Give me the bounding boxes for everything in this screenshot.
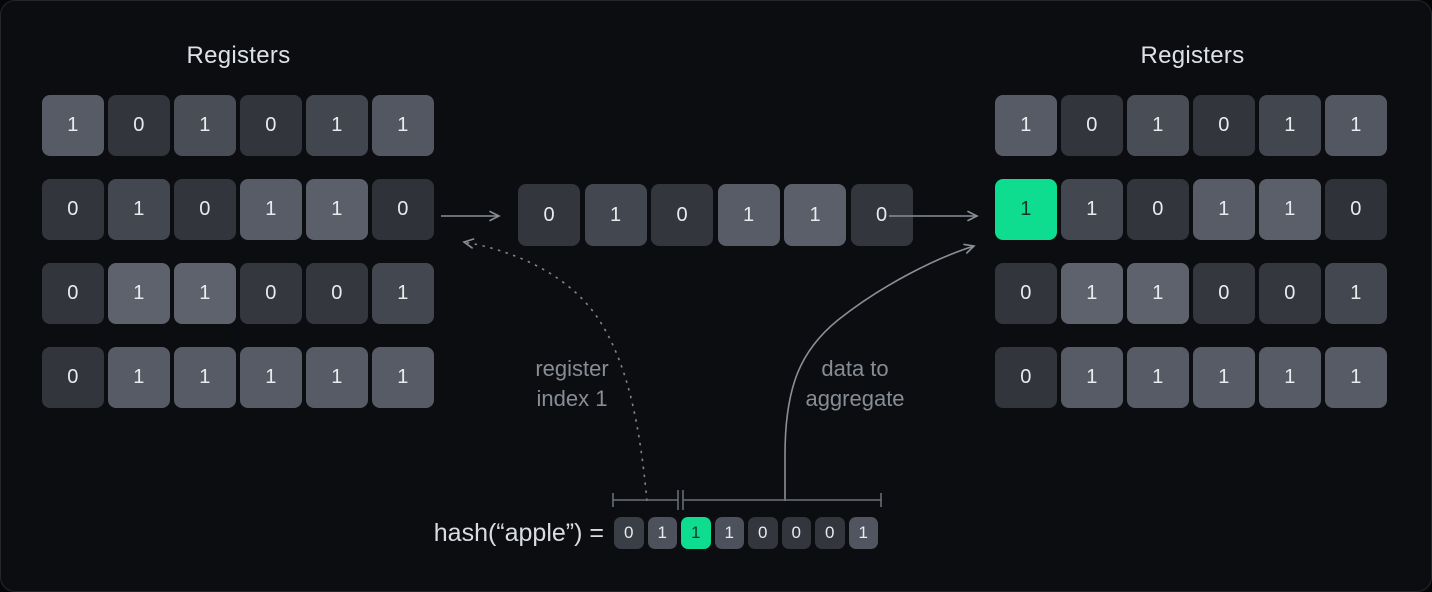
register-cell: 0 bbox=[306, 263, 368, 324]
register-cell: 0 bbox=[42, 179, 104, 240]
register-cell: 0 bbox=[372, 179, 434, 240]
register-cell: 0 bbox=[1193, 263, 1255, 324]
left-registers-title: Registers bbox=[186, 42, 291, 69]
register-cell: 0 bbox=[1259, 263, 1321, 324]
register-cell: 1 bbox=[372, 347, 434, 408]
register-cell: 1 bbox=[1061, 347, 1123, 408]
register-cell: 1 bbox=[1325, 263, 1387, 324]
data-aggregate-label: data to aggregate bbox=[765, 354, 945, 414]
register-cell: 1 bbox=[1325, 347, 1387, 408]
register-cell: 0 bbox=[1127, 179, 1189, 240]
register-cell: 1 bbox=[372, 263, 434, 324]
register-cell: 1 bbox=[1325, 95, 1387, 156]
register-cell: 1 bbox=[306, 179, 368, 240]
register-cell: 1 bbox=[108, 179, 170, 240]
register-cell: 1 bbox=[240, 179, 302, 240]
right-registers-title: Registers bbox=[1140, 42, 1245, 69]
register-cell: 1 bbox=[306, 95, 368, 156]
register-cell: 1 bbox=[42, 95, 104, 156]
register-index-label-line2: index 1 bbox=[536, 386, 608, 411]
register-cell: 1 bbox=[1259, 95, 1321, 156]
register-cell: 1 bbox=[1259, 179, 1321, 240]
register-cell: 1 bbox=[1127, 263, 1189, 324]
extracted-cell: 0 bbox=[518, 184, 580, 246]
register-cell: 0 bbox=[42, 263, 104, 324]
register-cell: 0 bbox=[42, 347, 104, 408]
register-cell: 1 bbox=[995, 95, 1057, 156]
data-aggregate-label-line1: data to bbox=[821, 356, 889, 381]
extracted-cell: 1 bbox=[584, 184, 647, 246]
register-cell: 1 bbox=[240, 347, 302, 408]
register-cell: 1 bbox=[174, 347, 236, 408]
extracted-cell: 0 bbox=[651, 184, 713, 246]
register-cell: 1 bbox=[1061, 179, 1123, 240]
data-aggregate-label-line2: aggregate bbox=[805, 386, 905, 411]
hash-bit-cell: 1 bbox=[848, 517, 878, 549]
hash-bit-cell: 1 bbox=[647, 517, 677, 549]
register-cell: 1 bbox=[372, 95, 434, 156]
extracted-cell: 1 bbox=[717, 184, 780, 246]
register-cell: 0 bbox=[174, 179, 236, 240]
hash-expression-label: hash(“apple”) = bbox=[433, 519, 604, 547]
register-cell: 1 bbox=[108, 347, 170, 408]
register-cell: 0 bbox=[995, 347, 1057, 408]
hash-bit-cell: 1 bbox=[681, 517, 711, 549]
register-index-label-line1: register bbox=[535, 356, 609, 381]
register-cell: 1 bbox=[1127, 95, 1189, 156]
register-cell: 1 bbox=[1193, 347, 1255, 408]
extracted-cell: 0 bbox=[850, 184, 913, 246]
register-cell: 0 bbox=[1325, 179, 1387, 240]
register-cell: 0 bbox=[240, 263, 302, 324]
register-index-label: register index 1 bbox=[492, 354, 652, 414]
register-cell: 1 bbox=[1259, 347, 1321, 408]
register-cell: 1 bbox=[174, 95, 236, 156]
hash-bit-cell: 0 bbox=[781, 517, 811, 549]
hash-bit-cell: 1 bbox=[714, 517, 744, 549]
register-cell: 0 bbox=[240, 95, 302, 156]
register-cell: 0 bbox=[108, 95, 170, 156]
register-cell: 1 bbox=[306, 347, 368, 408]
register-cell: 0 bbox=[1193, 95, 1255, 156]
register-cell: 1 bbox=[1127, 347, 1189, 408]
hash-bit-cell: 0 bbox=[748, 517, 778, 549]
register-cell: 1 bbox=[108, 263, 170, 324]
register-cell: 1 bbox=[1193, 179, 1255, 240]
register-cell: 1 bbox=[1061, 263, 1123, 324]
extracted-cell: 1 bbox=[784, 184, 846, 246]
hash-bit-cell: 0 bbox=[815, 517, 845, 549]
hash-bit-cell: 0 bbox=[614, 517, 644, 549]
register-cell: 1 bbox=[995, 179, 1057, 240]
register-cell: 0 bbox=[995, 263, 1057, 324]
register-cell: 1 bbox=[174, 263, 236, 324]
register-cell: 0 bbox=[1061, 95, 1123, 156]
